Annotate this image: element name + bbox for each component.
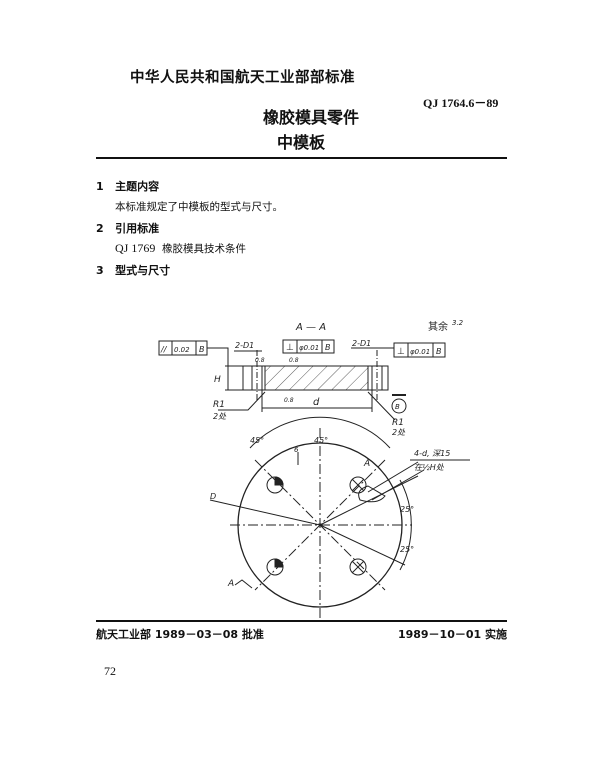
tol-perp-1-symbol: ⊥ — [286, 343, 294, 353]
section-3-heading: 3 型式与尺寸 — [96, 262, 170, 278]
document-title: 橡胶模具零件 — [262, 108, 359, 127]
section-number: 3 — [96, 264, 104, 277]
hole-note-line1: 4-d, 深15 — [414, 449, 450, 458]
mounting-hole — [349, 558, 367, 576]
angle-25-lower: 25° — [400, 545, 414, 554]
roughness-hole: 0.8 — [255, 357, 265, 364]
datum-circle — [391, 398, 407, 414]
tolerance-frame-perpendicular-1 — [282, 339, 335, 354]
fillet-right-count: 2处 — [392, 428, 406, 437]
tol-perp-1-value: φ0.01 — [299, 344, 319, 352]
standard-code: QJ 1764.6－89 — [423, 96, 499, 110]
angle-45-right: 45° — [314, 436, 328, 445]
tol-perp-1-datum: B — [325, 343, 331, 352]
section-number: 2 — [96, 222, 104, 235]
tol-parallel-datum: B — [199, 345, 205, 354]
reference-code: QJ 1769 — [115, 241, 156, 255]
tol-parallel-value: 0.02 — [174, 346, 190, 354]
mounting-hole — [349, 476, 367, 494]
tol-parallel-symbol: // — [160, 345, 168, 354]
cut-label-upper: A — [363, 459, 370, 469]
cut-label-lower: A — [227, 579, 234, 589]
datum-letter: B — [395, 403, 400, 411]
document-subtitle: 中模板 — [276, 133, 325, 152]
other-roughness-value: 3.2 — [452, 319, 464, 327]
tol-perp-2-symbol: ⊥ — [397, 347, 405, 357]
roughness-bottom: 0.8 — [284, 397, 294, 404]
hole-note-line2: 在½H处 — [414, 463, 445, 472]
tolerance-frame-perpendicular-2 — [393, 342, 446, 358]
footer-rule — [96, 620, 507, 622]
angle-45-left: 45° — [250, 436, 264, 445]
hole-label-left: 2-D1 — [235, 341, 254, 350]
effective-date: 1989－10－01 实施 — [397, 628, 507, 641]
header-rule — [96, 157, 507, 159]
approval-date: 航天工业部 1989－03－08 批准 — [96, 628, 264, 641]
roughness-top: 0.8 — [289, 357, 299, 364]
page-number: 72 — [104, 664, 116, 678]
section-1-body: 本标准规定了中模板的型式与尺寸。 — [115, 201, 283, 213]
section-title: 型式与尺寸 — [115, 264, 171, 277]
diameter-label: D — [210, 492, 216, 501]
tol-perp-2-datum: B — [436, 347, 442, 356]
tol-perp-2-value: φ0.01 — [410, 348, 430, 356]
section-number: 1 — [96, 180, 104, 193]
reference-title: 橡胶模具技术条件 — [162, 243, 247, 255]
other-roughness-label: 其余 — [428, 320, 448, 333]
offset-label: 6 — [294, 446, 299, 454]
section-hatch — [264, 365, 369, 391]
issuer-heading: 中华人民共和国航天工业部部标准 — [130, 70, 355, 86]
fillet-left: R1 — [213, 400, 225, 410]
section-title: 主题内容 — [115, 180, 160, 193]
section-title: 引用标准 — [115, 222, 160, 235]
fillet-left-count: 2处 — [213, 412, 227, 421]
fillet-right: R1 — [392, 418, 404, 428]
dimension-d: d — [313, 397, 320, 408]
hole-label-right: 2-D1 — [352, 339, 371, 348]
height-label: H — [214, 375, 221, 385]
section-2-heading: 2 引用标准 — [96, 220, 159, 236]
angle-25-upper: 25° — [400, 505, 414, 514]
section-1-heading: 1 主题内容 — [96, 178, 159, 194]
section-label: A — A — [295, 322, 326, 333]
reference-standard: QJ 1769 橡胶模具技术条件 — [115, 241, 246, 256]
